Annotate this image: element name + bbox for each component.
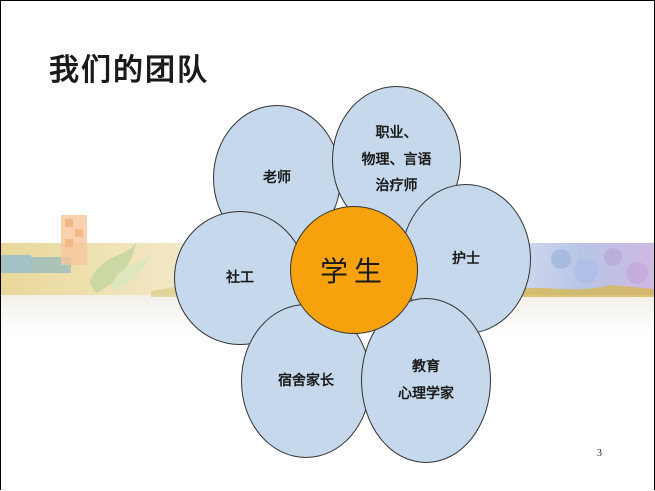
petal-label-therapist: 职业、 物理、言语 治疗师	[361, 125, 432, 195]
petal-label-teacher: 老师	[263, 169, 291, 186]
center-student: 学生	[290, 206, 418, 334]
petal-label-dorm-parent: 宿舍家长	[278, 372, 334, 389]
petal-label-nurse: 护士	[452, 250, 480, 267]
petal-label-social-worker: 社工	[226, 269, 254, 286]
petal-label-psychologist: 教育 心理学家	[398, 358, 454, 402]
page-number: 3	[597, 448, 602, 459]
slide-title: 我们的团队	[49, 53, 209, 88]
center-label: 学生	[319, 255, 388, 288]
